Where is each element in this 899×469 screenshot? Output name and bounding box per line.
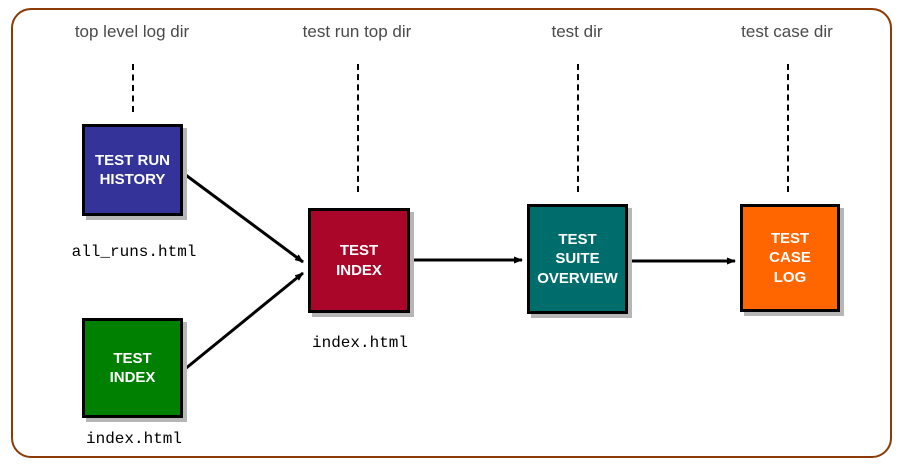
- node-test-suite-overview[interactable]: TEST SUITE OVERVIEW: [527, 204, 628, 314]
- node-test-index-run[interactable]: TEST INDEX: [308, 208, 410, 313]
- node-test-case-log-line-1: TEST: [770, 230, 810, 248]
- guide-line-test-case-dir: [787, 64, 789, 192]
- guide-line-test-run-top-dir: [357, 64, 359, 192]
- node-test-suite-overview-line-2: SUITE: [555, 250, 600, 268]
- node-test-case-log[interactable]: TEST CASE LOG: [740, 204, 840, 312]
- guide-line-test-dir: [577, 64, 579, 192]
- column-header-test-dir: test dir: [551, 22, 603, 41]
- node-test-suite-overview-line-3: OVERVIEW: [537, 269, 618, 287]
- node-test-suite-overview-line-1: TEST: [558, 231, 597, 249]
- column-header-test-case-dir: test case dir: [741, 22, 833, 41]
- node-test-index-top-level-line-2: INDEX: [109, 369, 156, 386]
- node-test-index-run-line-2: INDEX: [336, 261, 382, 279]
- guide-line-top-level-log-dir: [132, 64, 134, 112]
- node-test-index-run-line-1: TEST: [339, 242, 379, 260]
- node-test-index-top-level[interactable]: TEST INDEX: [82, 318, 183, 418]
- caption-index-html-top-level: index.html: [85, 430, 183, 448]
- column-header-top-level-log-dir: top level log dir: [74, 22, 190, 41]
- node-test-run-history[interactable]: TEST RUN HISTORY: [82, 124, 183, 216]
- caption-all-runs-html: all_runs.html: [71, 243, 197, 261]
- caption-index-html-run: index.html: [311, 334, 409, 352]
- node-test-case-log-line-3: LOG: [773, 268, 807, 286]
- column-header-test-run-top-dir: test run top dir: [302, 22, 412, 41]
- node-test-run-history-line-1: TEST RUN: [95, 151, 170, 169]
- node-test-case-log-line-2: CASE: [769, 249, 811, 267]
- node-test-index-top-level-line-1: TEST: [113, 349, 152, 367]
- diagram-frame-border: [11, 8, 892, 458]
- node-test-run-history-line-2: HISTORY: [99, 171, 166, 188]
